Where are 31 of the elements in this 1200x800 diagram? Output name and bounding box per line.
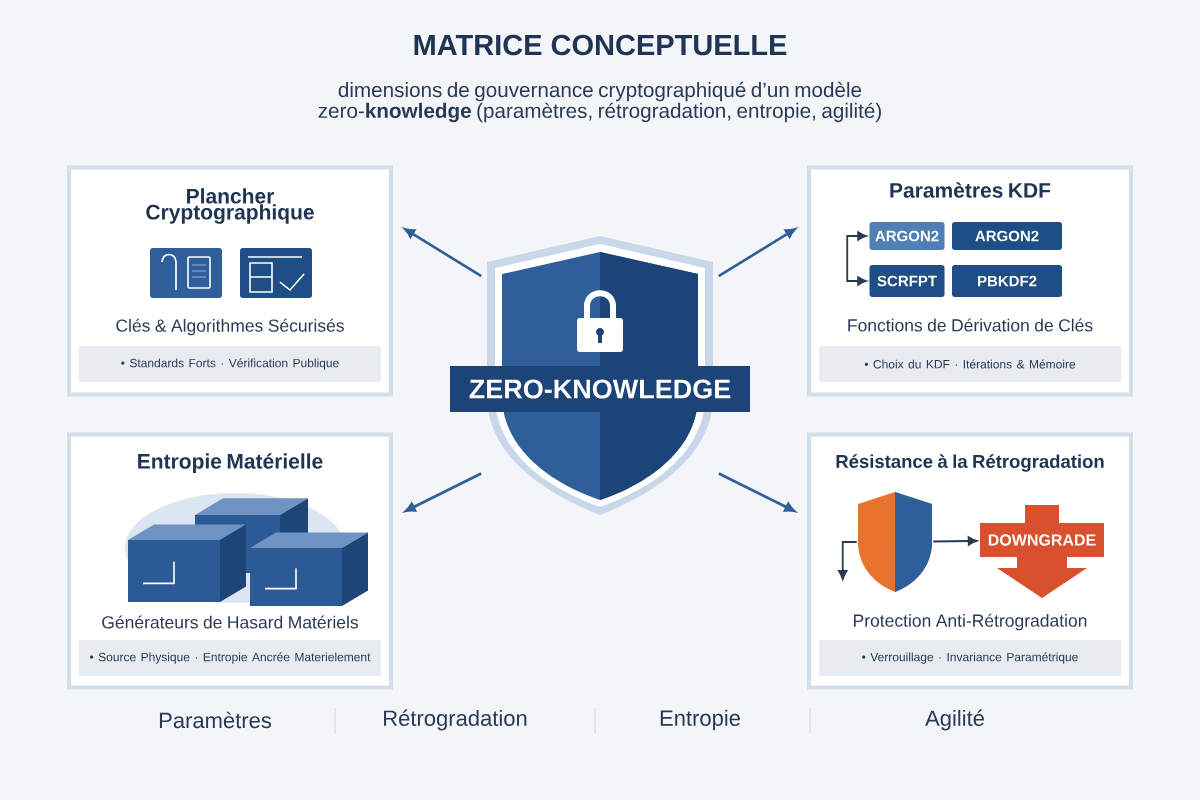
algorithm-chip: SCRFPT <box>869 265 945 297</box>
bullet-bar: • Standards Forts · Vérification Publique <box>79 346 381 382</box>
axis-label: Paramètres <box>159 711 272 729</box>
panel-title: Résistance à la Rétrogradation <box>836 454 1104 472</box>
subtitle: dimensions de gouvernance cryptographiqué d’un modèle zero-knowledge (paramètres, rétrogradation, entropie, agilité) <box>318 81 881 123</box>
panel-title: Plancher Cryptographique <box>146 188 314 224</box>
arrow <box>718 228 796 278</box>
arrow <box>718 472 796 513</box>
arrow <box>404 228 482 278</box>
panel-subtitle: Fonctions de Dérivation de Clés <box>848 318 1093 332</box>
axis-label: Rétrogradation <box>384 709 527 731</box>
panel-title: Entropie Matérielle <box>138 453 323 473</box>
arrow <box>846 231 868 286</box>
panel-subtitle: Générateurs de Hasard Matériels <box>102 615 358 629</box>
axis-label: Entropie <box>660 709 740 731</box>
title: MATRICE CONCEPTUELLE <box>414 34 787 56</box>
bullet-bar: • Source Physique · Entropie Ancrée Materielement <box>79 640 381 676</box>
algorithm-chip: PBKDF2 <box>952 265 1062 297</box>
panel-subtitle: Protection Anti-Rétrogradation <box>854 613 1087 631</box>
arrow <box>404 472 482 513</box>
panel-title: Paramètres KDF <box>890 182 1051 198</box>
bullet-bar: • Verrouillage · Invariance Paramétrique <box>819 640 1121 676</box>
arrow <box>838 541 858 580</box>
algorithm-chip: ARGON2 <box>869 222 945 250</box>
bullet-bar: • Choix du KDF · Itérations & Mémoire <box>819 346 1121 382</box>
panel-subtitle: Clés & Algorithmes Sécurisés <box>116 318 344 336</box>
arrow <box>932 536 978 546</box>
shield-icon <box>858 492 932 592</box>
axis-label: Agilité <box>925 709 984 731</box>
algorithm-chip: ARGON2 <box>952 222 1062 250</box>
shield-badge: ZERO-KNOWLEDGE <box>450 236 750 515</box>
